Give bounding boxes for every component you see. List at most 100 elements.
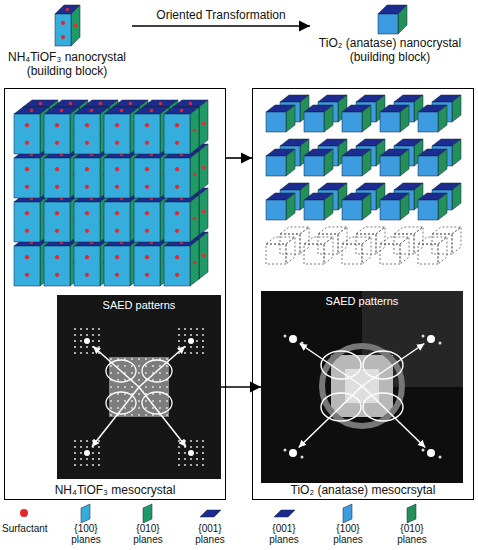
diffraction-spot	[184, 458, 186, 460]
diffraction-spot	[86, 346, 88, 348]
crystal-front-face	[74, 158, 100, 198]
diffraction-spot	[184, 464, 186, 466]
crystal-front-face	[164, 246, 190, 286]
crystal-side-face	[438, 193, 447, 220]
mesocrystal-panel: NH₄TiOF₃ mesocrystal SAED patterns	[4, 88, 226, 500]
diffraction-spot	[190, 346, 192, 348]
legend-label: {010} planes	[390, 523, 434, 545]
pointer-arrow	[362, 344, 424, 386]
crystal-front-face	[342, 200, 362, 220]
saed-image: SAED patterns	[261, 291, 463, 483]
diffraction-spot	[80, 340, 82, 342]
diffraction-spot	[289, 335, 297, 343]
building-block: NH₄TiOF₃ nanocrystal (building block)	[2, 2, 132, 78]
diffraction-spot	[110, 414, 112, 416]
diffraction-spot	[124, 400, 126, 402]
legend-swatch	[135, 503, 161, 523]
crystal-front-face	[418, 244, 438, 264]
surfactant-dot	[202, 210, 205, 213]
diffraction-spot	[117, 386, 119, 388]
crystal-front-face	[266, 156, 286, 176]
diffraction-spot	[178, 464, 180, 466]
crystal-front-face	[266, 244, 286, 264]
diffraction-spot	[80, 446, 82, 448]
building-block: TiO₂ (anatase) nanocrystal (building blo…	[310, 2, 470, 64]
surfactant-dot	[175, 141, 179, 145]
crystal-side-face	[362, 193, 371, 220]
diffraction-spot	[159, 386, 161, 388]
pointer-arrow	[139, 346, 185, 387]
diffraction-spot	[196, 340, 198, 342]
surfactant-dot	[85, 141, 89, 145]
diffraction-spot	[159, 393, 161, 395]
surfactant-dot	[115, 167, 119, 171]
crystal-front-face	[380, 156, 400, 176]
diffraction-spot	[124, 393, 126, 395]
surfactant-dot	[145, 273, 149, 277]
crystal-side-face	[400, 237, 409, 264]
diffraction-spot	[188, 450, 194, 456]
diffraction-spot	[110, 358, 112, 360]
saed-image: SAED patterns	[57, 295, 221, 479]
surfactant-dot	[55, 211, 59, 215]
legend-swatch	[197, 503, 223, 523]
diffraction-spot	[202, 352, 204, 354]
crystal-side-face	[199, 100, 208, 147]
surfactant-dot	[145, 141, 149, 145]
diffraction-spot	[92, 452, 94, 454]
diffraction-spot	[178, 340, 180, 342]
block-label: NH₄TiOF₃ nanocrystal (building block)	[2, 50, 132, 78]
diffraction-spot	[131, 414, 133, 416]
diffraction-spot	[166, 365, 168, 367]
diffraction-spot	[92, 340, 94, 342]
panel-label: NH₄TiOF₃ mesocrystal	[55, 483, 176, 497]
crystal-side-face	[190, 151, 199, 198]
legend-swatch-plane	[143, 504, 152, 523]
crystal-front-face	[342, 244, 362, 264]
diffraction-spot	[110, 365, 112, 367]
crystal-side-face	[324, 149, 333, 176]
diffraction-spot	[178, 458, 180, 460]
crystal-front-face	[304, 156, 324, 176]
surfactant-dot	[159, 102, 162, 105]
diffraction-spot	[131, 365, 133, 367]
diffraction-spot	[80, 346, 82, 348]
diffraction-spot	[202, 452, 204, 454]
diffraction-spot	[145, 414, 147, 416]
legend-item: {010} planes	[384, 503, 440, 545]
diffraction-spot	[196, 452, 198, 454]
surfactant-dot	[145, 255, 149, 259]
crystal-side-face	[452, 183, 461, 210]
diffraction-spot	[196, 458, 198, 460]
diffraction-spot	[166, 407, 168, 409]
diffraction-spot	[98, 452, 100, 454]
surfactant-dot	[55, 255, 59, 259]
image-caption: SAED patterns	[326, 295, 399, 308]
legend-swatch	[11, 503, 37, 523]
diffraction-spot	[145, 365, 147, 367]
surfactant-dot	[145, 211, 149, 215]
diffraction-spot	[92, 352, 94, 354]
diffraction-spot	[145, 386, 147, 388]
surfactant-dot	[85, 229, 89, 233]
diffraction-spot	[74, 464, 76, 466]
crystal-front-face	[74, 114, 100, 154]
crystal-front-face	[14, 158, 40, 198]
legend-swatch-dot	[20, 509, 28, 517]
diffraction-spot	[124, 407, 126, 409]
crystal-front-face	[134, 114, 160, 154]
diffraction-spot	[196, 446, 198, 448]
surfactant-dot	[55, 141, 59, 145]
diffraction-spot	[284, 449, 287, 452]
crystal-front-face	[104, 158, 130, 198]
surfactant-dot	[55, 185, 59, 189]
diffraction-spot	[190, 334, 192, 336]
surfactant-dot	[115, 273, 119, 277]
diffraction-spot	[159, 407, 161, 409]
diffraction-spot	[152, 365, 154, 367]
crystal-front-face	[74, 246, 100, 286]
crystal-side-face	[362, 105, 371, 132]
diffraction-spot	[202, 334, 204, 336]
crystal-front-face	[104, 114, 130, 154]
surfactant-dot	[202, 166, 205, 169]
